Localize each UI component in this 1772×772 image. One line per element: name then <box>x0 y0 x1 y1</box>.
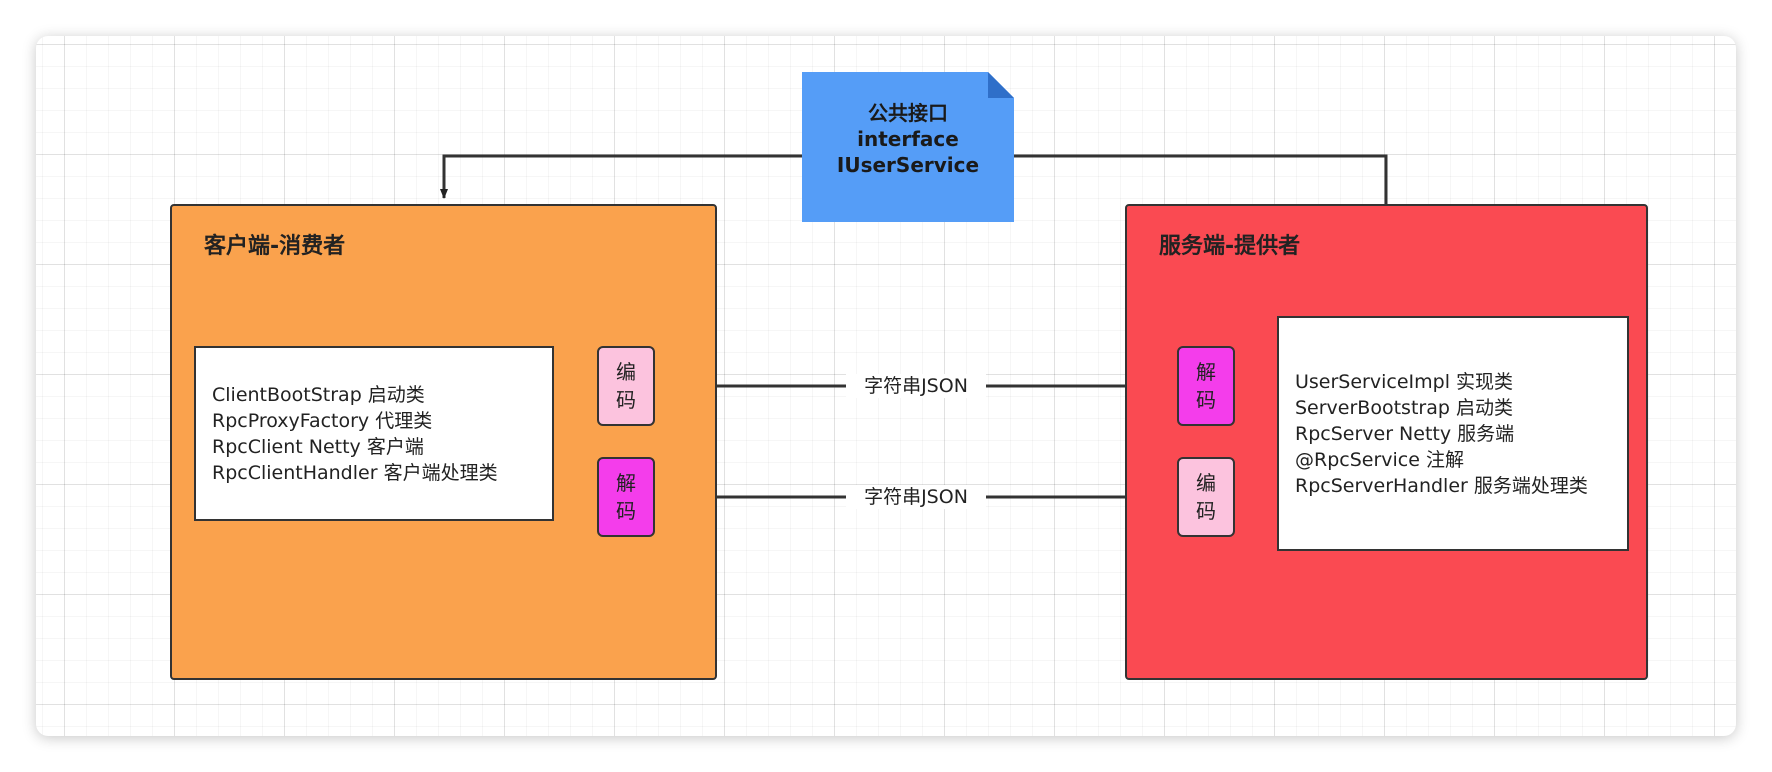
client-encode-box: 编 码 <box>597 346 655 426</box>
interface-to-server-connector <box>1014 154 1388 204</box>
server-class-line: @RpcService 注解 <box>1295 448 1464 471</box>
client-encode-char: 编 <box>616 360 636 384</box>
server-class-line: RpcServer Netty 服务端 <box>1295 422 1515 445</box>
client-class-line: ClientBootStrap 启动类 <box>212 383 425 406</box>
client-panel-title: 客户端-消费者 <box>204 234 346 259</box>
server-decode-char: 解 <box>1196 360 1216 384</box>
interface-note-line: interface <box>857 127 959 151</box>
server-panel-title: 服务端-提供者 <box>1159 234 1301 259</box>
client-decode-char: 解 <box>616 471 636 495</box>
note-shape <box>802 72 1014 222</box>
client-class-line: RpcProxyFactory 代理类 <box>212 409 433 432</box>
client-decode-char: 码 <box>616 499 636 523</box>
server-decode-char: 码 <box>1196 388 1216 412</box>
client-class-line: RpcClientHandler 客户端处理类 <box>212 461 498 484</box>
request-edge-label: 字符串JSON <box>846 374 986 398</box>
interface-note-line: 公共接口 <box>868 101 948 125</box>
interface-note: 公共接口 interface IUserService <box>802 72 1014 222</box>
server-encode-box: 编 码 <box>1177 457 1235 537</box>
interface-note-text: 公共接口 interface IUserService <box>802 100 1014 178</box>
client-encode-char: 码 <box>616 388 636 412</box>
interface-to-client-connector <box>440 154 802 199</box>
interface-note-line: IUserService <box>836 153 980 177</box>
server-classes-box: UserServiceImpl 实现类 ServerBootstrap 启动类 … <box>1277 316 1629 551</box>
server-class-line: UserServiceImpl 实现类 <box>1295 370 1514 393</box>
client-class-line: RpcClient Netty 客户端 <box>212 435 424 458</box>
response-edge-label: 字符串JSON <box>846 485 986 509</box>
server-encode-char: 编 <box>1196 471 1216 495</box>
server-class-line: ServerBootstrap 启动类 <box>1295 396 1513 419</box>
server-encode-char: 码 <box>1196 499 1216 523</box>
server-class-line: RpcServerHandler 服务端处理类 <box>1295 474 1588 497</box>
client-classes-box: ClientBootStrap 启动类 RpcProxyFactory 代理类 … <box>194 346 554 521</box>
server-decode-box: 解 码 <box>1177 346 1235 426</box>
client-decode-box: 解 码 <box>597 457 655 537</box>
